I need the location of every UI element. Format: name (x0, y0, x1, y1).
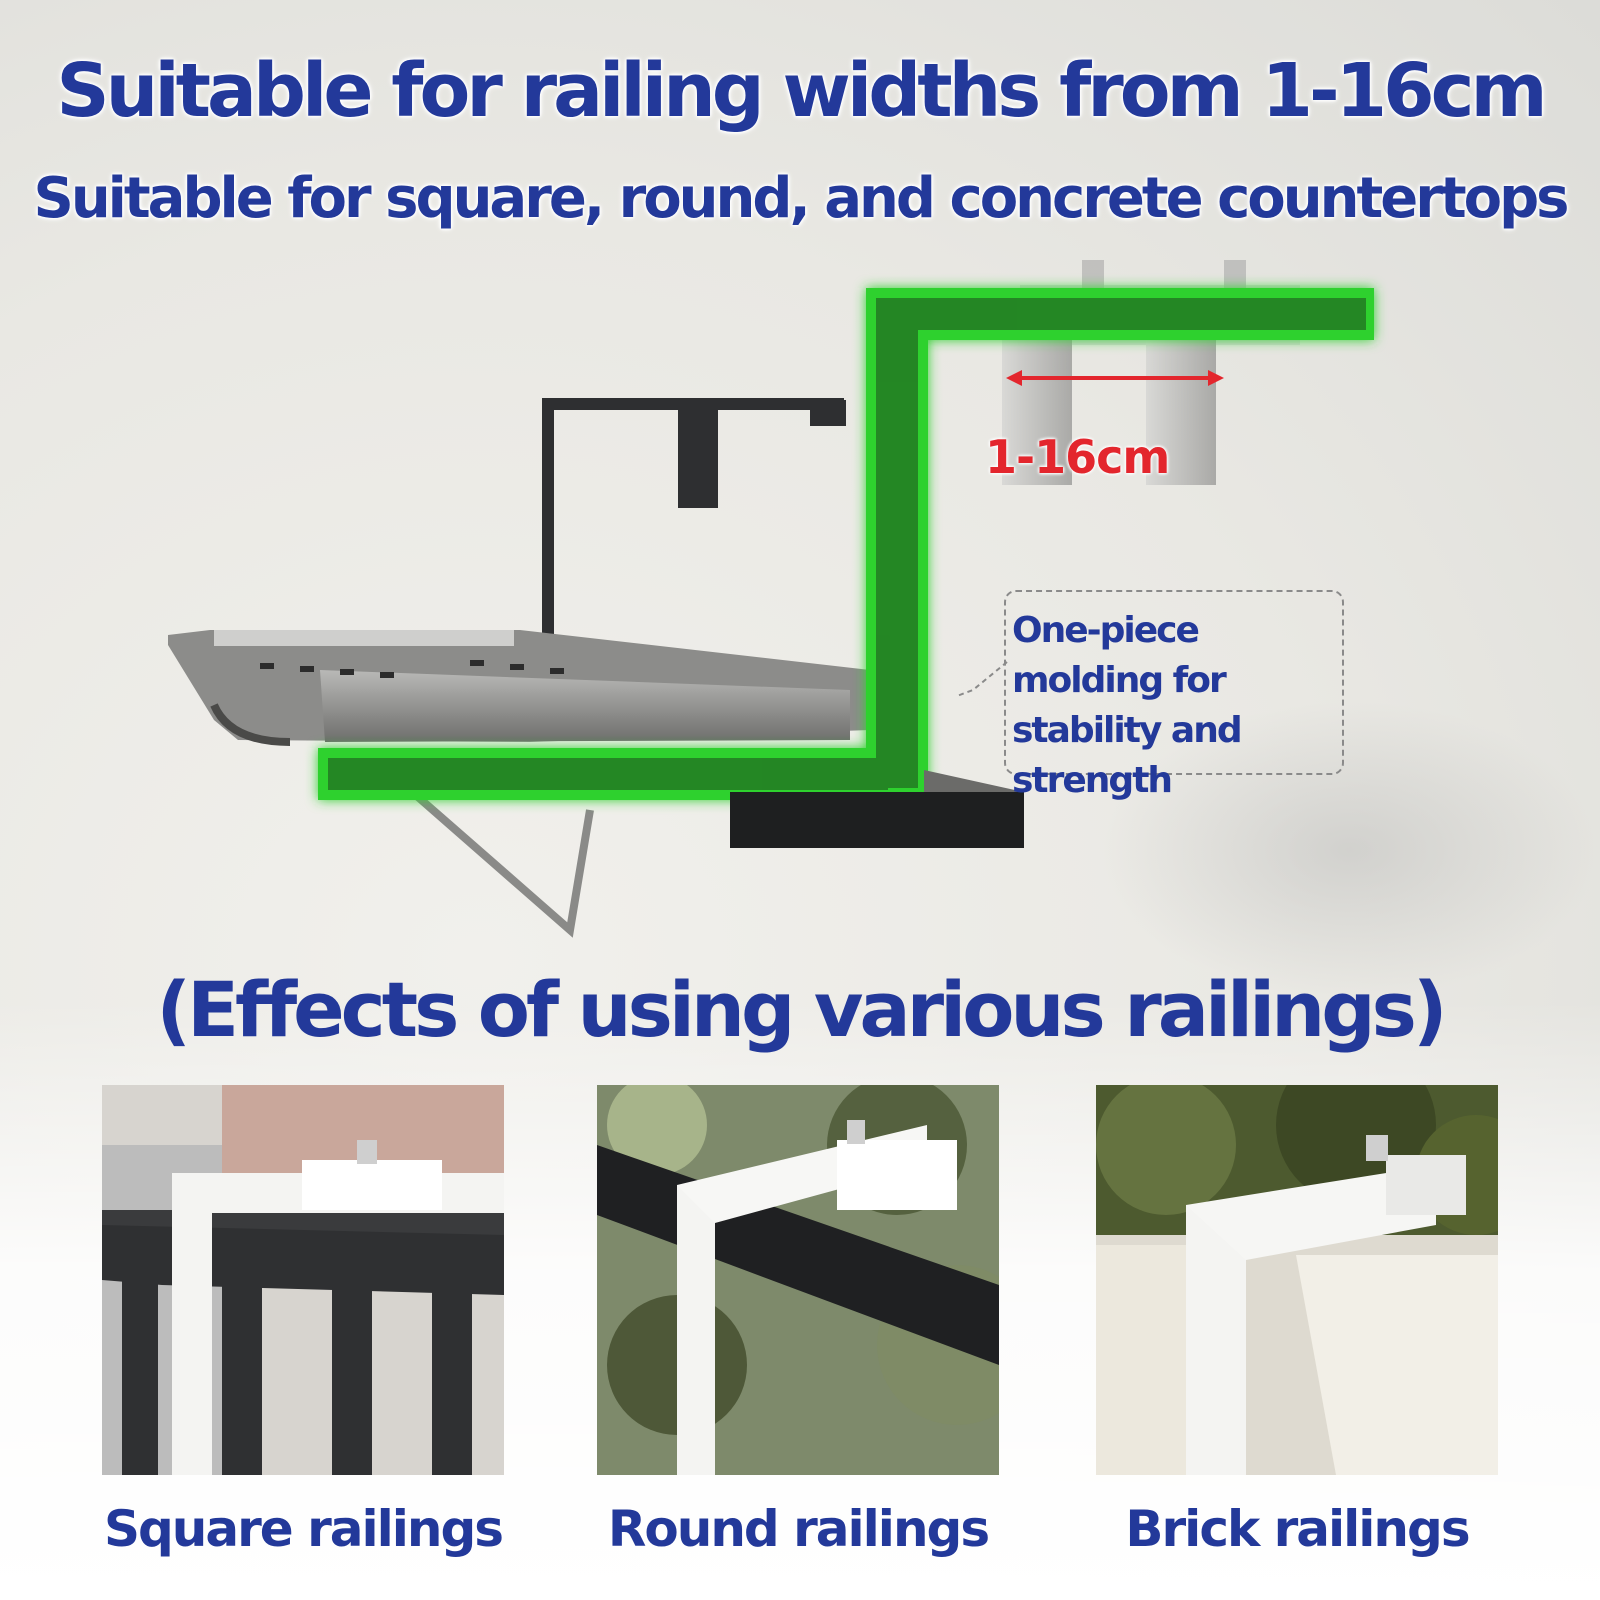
section-title: (Effects of using various railings) (156, 965, 1447, 1054)
bracket-diagram (150, 250, 1410, 950)
callout-text: One-piece molding for stability and stre… (1012, 610, 1243, 801)
caption-square-railings: Square railings (103, 1500, 504, 1558)
callout-box: One-piece molding for stability and stre… (1004, 590, 1344, 801)
bracket-illustration (168, 260, 1374, 938)
callout-pointer-icon (956, 661, 1008, 697)
dimension-arrow (1006, 370, 1224, 386)
brick-railing-photo (1096, 1085, 1498, 1475)
subline: Suitable for square, round, and concrete… (33, 166, 1569, 231)
support-arm (407, 786, 594, 938)
caption-round-railings: Round railings (607, 1500, 990, 1558)
caption-brick-railings: Brick railings (1125, 1500, 1470, 1558)
square-railing-photo (102, 1085, 504, 1475)
green-frame-inner (328, 298, 1366, 790)
headline: Suitable for railing widths from 1-16cm (56, 48, 1547, 134)
rear-frame (542, 398, 846, 638)
dimension-label: 1-16cm (985, 430, 1170, 484)
shelf (168, 630, 870, 746)
background-shadow (1100, 700, 1600, 1000)
lower-clamp (730, 770, 1024, 848)
round-railing-photo (597, 1085, 999, 1475)
